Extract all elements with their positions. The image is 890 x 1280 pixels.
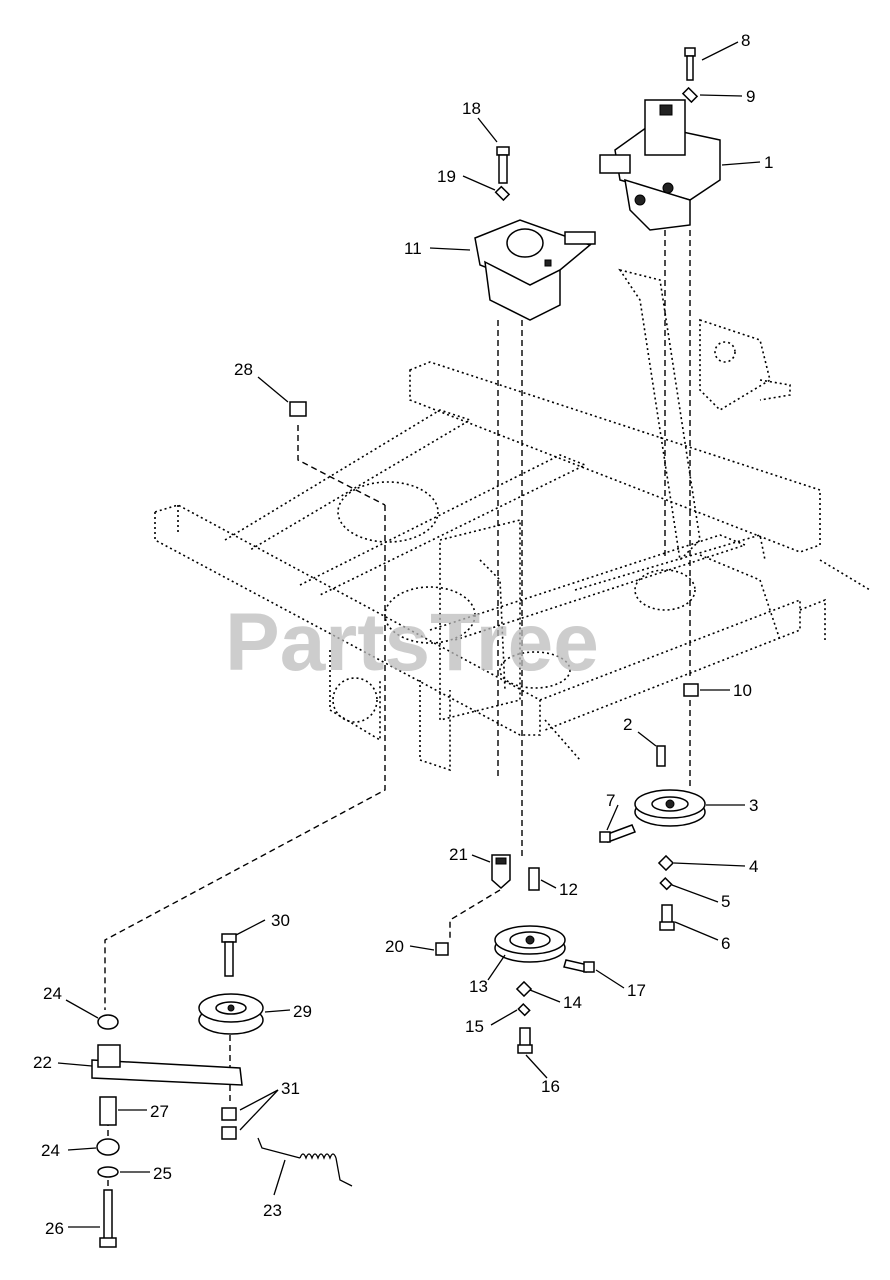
callout-18: 18 bbox=[462, 99, 481, 118]
washer-part-19 bbox=[494, 185, 511, 202]
callout-29: 29 bbox=[293, 1002, 312, 1021]
callout-30: 30 bbox=[271, 911, 290, 930]
bolt-part-6 bbox=[659, 904, 675, 931]
callout-3: 3 bbox=[749, 796, 758, 815]
watermark: PartsTree bbox=[225, 597, 599, 688]
callout-4: 4 bbox=[749, 857, 758, 876]
bolt-part-8 bbox=[684, 47, 696, 81]
callout-15: 15 bbox=[465, 1017, 484, 1036]
callout-24-upper: 24 bbox=[43, 984, 62, 1003]
key-part-2 bbox=[656, 745, 666, 767]
callout-6: 6 bbox=[721, 934, 730, 953]
tractor-frame bbox=[154, 268, 871, 772]
callout-17: 17 bbox=[627, 981, 646, 1000]
callout-22: 22 bbox=[33, 1053, 52, 1072]
callout-8: 8 bbox=[741, 31, 750, 50]
pulley-part-3 bbox=[634, 789, 706, 827]
callout-20: 20 bbox=[385, 937, 404, 956]
pulley-part-13 bbox=[494, 925, 566, 963]
screw-part-17 bbox=[563, 959, 595, 973]
bolt-part-18 bbox=[496, 146, 510, 184]
callout-12: 12 bbox=[559, 880, 578, 899]
nut-part-31-upper bbox=[221, 1107, 237, 1121]
bolt-part-30 bbox=[221, 933, 237, 977]
spacer-part-27 bbox=[99, 1096, 117, 1126]
callout-21: 21 bbox=[449, 845, 468, 864]
nut-part-10 bbox=[683, 683, 699, 697]
bolt-part-16 bbox=[517, 1027, 533, 1054]
callout-19: 19 bbox=[437, 167, 456, 186]
callout-13: 13 bbox=[469, 977, 488, 996]
nut-part-24-lower bbox=[96, 1138, 120, 1156]
coupler-part-21 bbox=[491, 854, 511, 890]
callout-14: 14 bbox=[563, 993, 582, 1012]
gearbox-part-1 bbox=[599, 99, 721, 231]
callout-leaders bbox=[57, 41, 761, 1228]
callout-31: 31 bbox=[281, 1079, 300, 1098]
idler-arm-part-22 bbox=[91, 1044, 243, 1086]
nut-part-20 bbox=[435, 942, 449, 956]
nut-part-31-lower bbox=[221, 1126, 237, 1140]
callout-2: 2 bbox=[623, 715, 632, 734]
callout-26: 26 bbox=[45, 1219, 64, 1238]
callout-5: 5 bbox=[721, 892, 730, 911]
screw-part-7 bbox=[599, 824, 637, 843]
callout-1: 1 bbox=[764, 153, 773, 172]
key-part-12 bbox=[528, 867, 540, 891]
callout-16: 16 bbox=[541, 1077, 560, 1096]
assembly-lines bbox=[104, 230, 691, 1190]
callout-7: 7 bbox=[606, 791, 615, 810]
washer-part-5 bbox=[659, 876, 673, 891]
callout-25: 25 bbox=[153, 1164, 172, 1183]
callout-9: 9 bbox=[746, 87, 755, 106]
callout-10: 10 bbox=[733, 681, 752, 700]
callout-11: 11 bbox=[404, 239, 422, 258]
gearbox-part-11 bbox=[474, 219, 596, 321]
nut-part-24-upper bbox=[97, 1014, 119, 1030]
washer-part-9 bbox=[681, 86, 699, 104]
washer-part-14 bbox=[515, 980, 533, 998]
nut-part-28 bbox=[289, 401, 307, 417]
washer-part-15 bbox=[517, 1002, 531, 1017]
spring-part-23 bbox=[257, 1137, 353, 1187]
callout-28: 28 bbox=[234, 360, 253, 379]
bolt-part-26 bbox=[99, 1189, 117, 1248]
washer-part-4 bbox=[657, 854, 675, 872]
callout-23: 23 bbox=[263, 1201, 282, 1220]
callout-24-lower: 24 bbox=[41, 1141, 60, 1160]
washer-part-25 bbox=[97, 1166, 119, 1178]
idler-pulley-part-29 bbox=[198, 993, 264, 1035]
callout-27: 27 bbox=[150, 1102, 169, 1121]
callout-labels: 1 2 3 4 5 6 7 8 9 10 11 12 13 14 15 16 1… bbox=[33, 31, 773, 1238]
